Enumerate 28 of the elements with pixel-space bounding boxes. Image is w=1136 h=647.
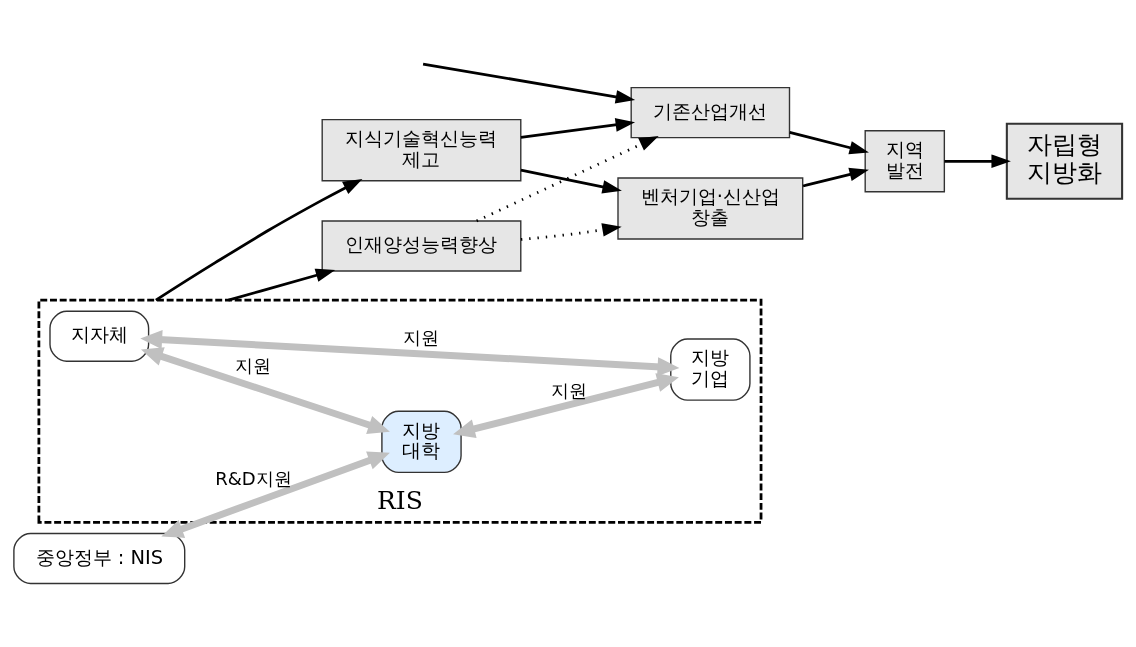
arrow: [520, 223, 622, 241]
node-box: 지식기술혁신능력 제고: [321, 118, 522, 182]
node-box: 기존산업개선: [630, 86, 791, 139]
node-box: 지자체: [49, 310, 150, 362]
arrow: [141, 347, 390, 435]
node-box: 벤처기업·신산업 창출: [617, 177, 804, 240]
edge-label: 지원: [403, 326, 440, 348]
edge-label: 지원: [551, 379, 588, 401]
arrow: [422, 62, 636, 104]
node-box: 지역 발전: [864, 130, 946, 193]
arrow: [789, 131, 869, 155]
arrow: [476, 136, 659, 223]
edge-label: 지원: [235, 354, 272, 376]
node-box: 지방 대학: [381, 410, 462, 474]
arrow: [161, 451, 390, 538]
arrow: [155, 178, 363, 302]
arrow: [520, 168, 622, 194]
node-box: 지방 기업: [670, 338, 751, 401]
arrow: [944, 154, 1011, 169]
edge-label: R&D지원: [215, 468, 292, 490]
node-box: 인재양성능력향상: [321, 220, 522, 272]
node-box: 중앙정부 : NIS: [13, 532, 186, 585]
arrow: [520, 118, 636, 139]
arrow: [140, 330, 680, 377]
arrow: [802, 167, 869, 188]
arrow: [228, 268, 336, 302]
arrow: [453, 373, 679, 439]
node-box: 자립형 지방화: [1005, 122, 1124, 200]
